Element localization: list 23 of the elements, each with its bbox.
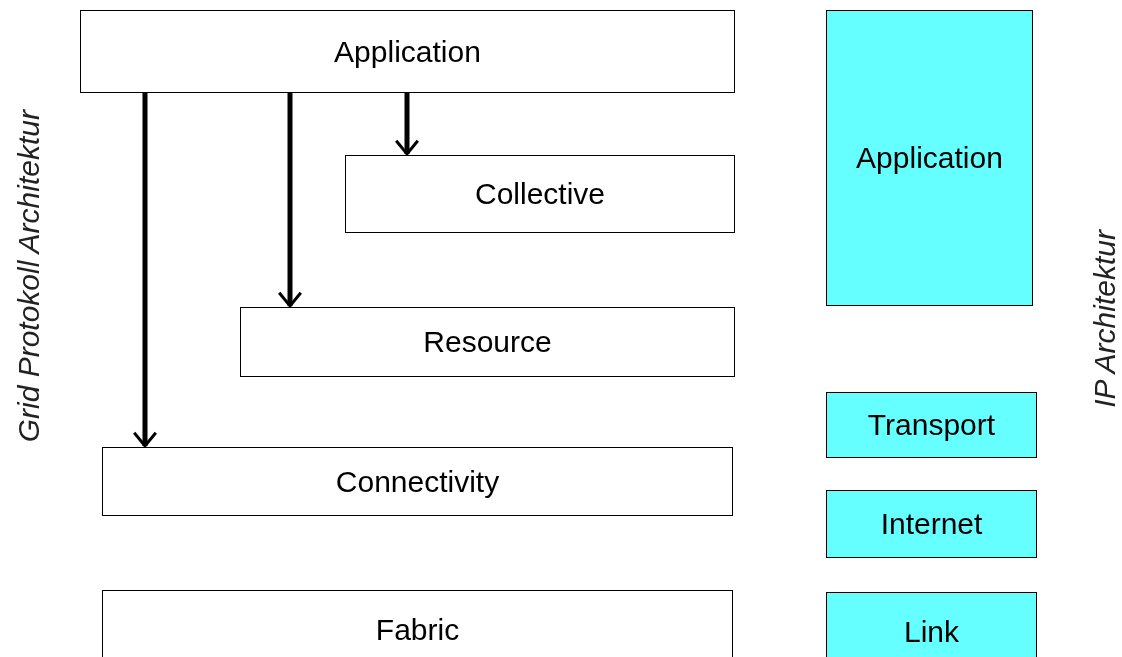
layer-name: Resource [423,325,552,359]
layer-box [102,590,733,657]
layer-box [80,10,735,93]
ip-layer-box [826,490,1037,558]
layer-name: Transport [867,408,996,442]
ip-layer-box [826,392,1037,458]
layer-name: Application [856,141,1003,175]
layer-name: Application [334,34,481,69]
ip-layer-box [826,592,1037,657]
layer-box [102,447,733,516]
layer-name: Fabric [375,613,460,647]
side-label: IP Architektur [1088,230,1122,408]
arrow [132,93,158,448]
layer-box [345,155,735,233]
arrow [394,93,420,156]
ip-layer-box [826,10,1033,306]
layer-name: Link [903,615,959,649]
layer-name: Collective [474,177,606,211]
side-label: Grid Protokoll Architektur [12,110,46,443]
layer-box [240,307,735,377]
layer-name: Connectivity [335,464,500,499]
arrow [277,93,303,308]
layer-name: Internet [880,507,983,541]
